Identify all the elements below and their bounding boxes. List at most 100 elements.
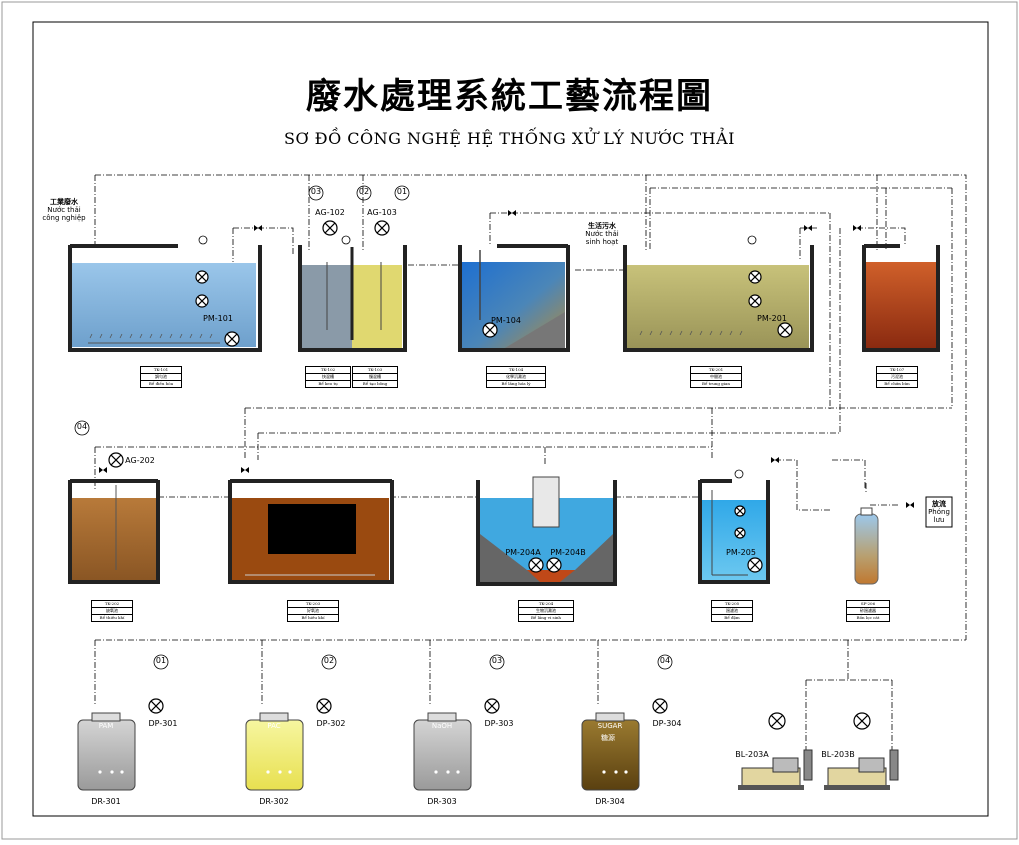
inlet-domestic-label: 生活污水 Nước thải sinh hoạt xyxy=(585,222,619,247)
agitator-ag-103-icon xyxy=(374,220,390,236)
level-gauge-icon xyxy=(198,235,208,245)
marker-01-top: 01 xyxy=(396,187,408,196)
chem-tag-sugar: SUGAR xyxy=(597,722,623,730)
agitator-ag-102-label: AG-102 xyxy=(315,208,345,217)
pump-pm-204b-icon xyxy=(546,557,562,573)
level-gauge-icon xyxy=(341,235,351,245)
gate-valve-icon xyxy=(241,467,249,473)
marker-02-top: 02 xyxy=(358,187,370,196)
mixing-bubble xyxy=(288,770,292,774)
mixing-bubble xyxy=(446,770,450,774)
diagram-subtitle: SƠ ĐỒ CÔNG NGHỆ HỆ THỐNG XỬ LÝ NƯỚC THẢI xyxy=(284,129,735,148)
discharge-label: 放流 Phóng lưu xyxy=(928,500,950,525)
tank-tk-203 xyxy=(228,479,394,584)
level-gauge-icon xyxy=(734,469,744,479)
valve-icon xyxy=(734,505,746,517)
tank-tk-107 xyxy=(862,244,940,352)
pump-pm-205-icon xyxy=(747,557,763,573)
dosing-pump-dp-304-icon xyxy=(652,698,668,714)
marker-ring xyxy=(489,654,505,670)
pump-pm-101-label: PM-101 xyxy=(203,314,233,323)
marker-ring xyxy=(321,654,337,670)
chem-id-dr-304: DR-304 xyxy=(595,797,625,806)
chem-id-dr-301: DR-301 xyxy=(91,797,121,806)
dosing-pump-dp-303-icon xyxy=(484,698,500,714)
mixing-bubble xyxy=(278,770,282,774)
marker-02-bottom: 02 xyxy=(323,656,335,665)
blower-bl-203b-motor-icon xyxy=(853,712,871,730)
tank-tk-101 xyxy=(68,244,262,352)
valve-icon xyxy=(195,294,209,308)
chem-tag-pam: PAM xyxy=(98,722,114,730)
mixing-bubble xyxy=(624,770,628,774)
valve-icon xyxy=(748,270,762,284)
mixing-bubble xyxy=(120,770,124,774)
pump-pm-205-label: PM-205 xyxy=(726,548,756,557)
marker-03-top: 03 xyxy=(310,187,322,196)
marker-03-bottom: 03 xyxy=(491,656,503,665)
gate-valve-icon xyxy=(771,457,779,463)
mixing-bubble xyxy=(98,770,102,774)
agitator-ag-103-label: AG-103 xyxy=(367,208,397,217)
blower-bl-203b-label: BL-203B xyxy=(821,750,855,759)
tank-tk-104 xyxy=(458,244,570,352)
mixing-bubble xyxy=(614,770,618,774)
diagram-title: 廢水處理系統工藝流程圖 xyxy=(305,77,713,117)
tank-tk-102-103 xyxy=(298,245,407,352)
marker-ring xyxy=(308,185,324,201)
valve-icon xyxy=(195,270,209,284)
valve-icon xyxy=(748,294,762,308)
pump-pm-104-label: PM-104 xyxy=(491,316,521,325)
dosing-pump-dp-301-icon xyxy=(148,698,164,714)
valve-icon xyxy=(734,527,746,539)
mixing-bubble xyxy=(456,770,460,774)
mixing-bubble xyxy=(434,770,438,774)
pump-pm-201-label: PM-201 xyxy=(757,314,787,323)
gate-valve-icon xyxy=(906,502,914,508)
tank-tk-202 xyxy=(68,479,160,584)
marker-04-mid: 04 xyxy=(76,422,88,431)
pump-pm-101-icon xyxy=(224,331,240,347)
mixing-bubble xyxy=(266,770,270,774)
mixing-bubble xyxy=(110,770,114,774)
agitator-ag-102-icon xyxy=(322,220,338,236)
chem-tag-naoh: NaOH xyxy=(431,722,453,730)
gate-valve-icon xyxy=(804,225,812,231)
discharge-box xyxy=(925,496,953,528)
gate-valve-icon xyxy=(508,210,516,216)
blower-bl-203b xyxy=(824,749,899,790)
blower-bl-203a-label: BL-203A xyxy=(735,750,769,759)
drawing-border xyxy=(32,21,989,817)
marker-01-bottom: 01 xyxy=(155,656,167,665)
pump-pm-201-icon xyxy=(777,322,793,338)
chem-sub-sugar: 糖源 xyxy=(601,734,615,742)
marker-ring xyxy=(657,654,673,670)
chem-id-dr-302: DR-302 xyxy=(259,797,289,806)
dosing-pump-dp-303-label: DP-303 xyxy=(484,719,514,728)
dosing-pump-dp-302-label: DP-302 xyxy=(316,719,346,728)
gate-valve-icon xyxy=(254,225,262,231)
dosing-pump-dp-304-label: DP-304 xyxy=(652,719,682,728)
agitator-ag-202-icon xyxy=(108,452,124,468)
pump-pm-204a-icon xyxy=(528,557,544,573)
inlet-industrial-label: 工業廢水 Nước thải công nghiệp xyxy=(42,198,86,223)
pump-pm-104-icon xyxy=(482,322,498,338)
marker-ring xyxy=(153,654,169,670)
mixing-bubble xyxy=(602,770,606,774)
equipment-symbols xyxy=(74,185,914,774)
pump-pm-204a-label: PM-204A xyxy=(505,548,541,557)
